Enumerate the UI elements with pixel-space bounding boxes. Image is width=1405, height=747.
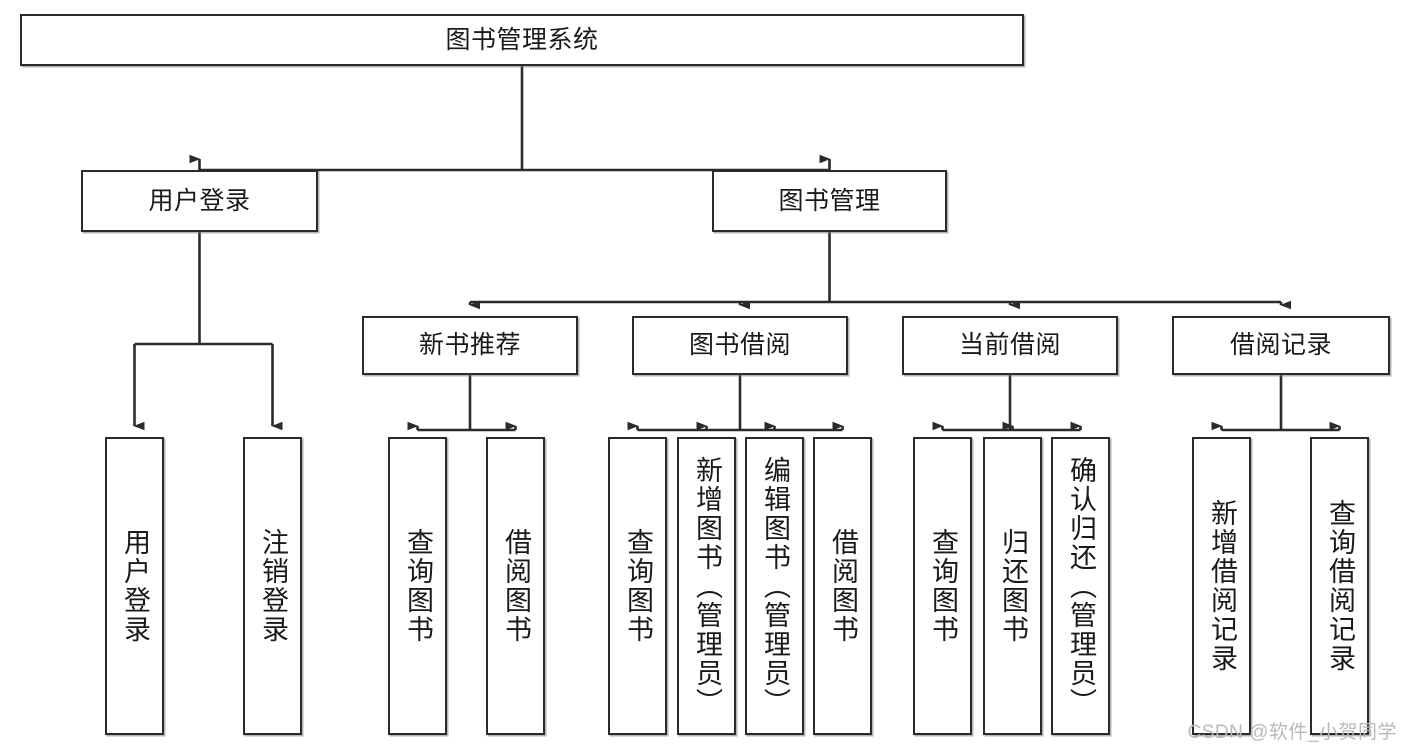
node-leaf-1[interactable]: 用户登录 bbox=[105, 437, 164, 735]
node-label: 借阅图书 bbox=[828, 528, 858, 644]
node-label: 编辑图书（管理员） bbox=[760, 455, 790, 717]
node-label: 新增借阅记录 bbox=[1207, 499, 1237, 673]
node-label: 用户登录 bbox=[148, 186, 251, 215]
node-leaf-2[interactable]: 注销登录 bbox=[243, 437, 302, 735]
node-label: 归还图书 bbox=[998, 528, 1028, 644]
node-newbook[interactable]: 新书推荐 bbox=[362, 316, 578, 375]
node-label: 借阅记录 bbox=[1229, 331, 1332, 360]
node-label: 查询图书 bbox=[928, 528, 958, 644]
node-label: 新增图书（管理员） bbox=[692, 455, 722, 717]
node-current[interactable]: 当前借阅 bbox=[902, 316, 1118, 375]
node-root[interactable]: 图书管理系统 bbox=[20, 14, 1024, 66]
node-label: 借阅图书 bbox=[501, 528, 531, 644]
node-login[interactable]: 用户登录 bbox=[81, 170, 318, 232]
node-leaf-11[interactable]: 确认归还（管理员） bbox=[1051, 437, 1110, 735]
node-label: 查询图书 bbox=[623, 528, 653, 644]
node-label: 图书借阅 bbox=[688, 331, 791, 360]
node-label: 注销登录 bbox=[258, 528, 288, 644]
node-records[interactable]: 借阅记录 bbox=[1172, 316, 1390, 375]
node-label: 新书推荐 bbox=[418, 331, 521, 360]
node-bookmgmt[interactable]: 图书管理 bbox=[712, 170, 947, 232]
node-leaf-13[interactable]: 查询借阅记录 bbox=[1310, 437, 1369, 735]
node-leaf-9[interactable]: 查询图书 bbox=[913, 437, 972, 735]
node-leaf-5[interactable]: 查询图书 bbox=[608, 437, 667, 735]
node-label: 用户登录 bbox=[120, 528, 150, 644]
node-label: 当前借阅 bbox=[958, 331, 1061, 360]
node-label: 图书管理 bbox=[778, 186, 881, 215]
node-label: 查询图书 bbox=[403, 528, 433, 644]
node-leaf-6[interactable]: 新增图书（管理员） bbox=[677, 437, 736, 735]
node-leaf-12[interactable]: 新增借阅记录 bbox=[1192, 437, 1251, 735]
node-leaf-3[interactable]: 查询图书 bbox=[388, 437, 447, 735]
node-leaf-10[interactable]: 归还图书 bbox=[983, 437, 1042, 735]
node-leaf-8[interactable]: 借阅图书 bbox=[813, 437, 872, 735]
node-label: 确认归还（管理员） bbox=[1066, 455, 1096, 717]
node-label: 查询借阅记录 bbox=[1325, 499, 1355, 673]
node-borrowbook[interactable]: 图书借阅 bbox=[632, 316, 848, 375]
node-leaf-7[interactable]: 编辑图书（管理员） bbox=[745, 437, 804, 735]
node-leaf-4[interactable]: 借阅图书 bbox=[486, 437, 545, 735]
node-label: 图书管理系统 bbox=[445, 25, 599, 54]
